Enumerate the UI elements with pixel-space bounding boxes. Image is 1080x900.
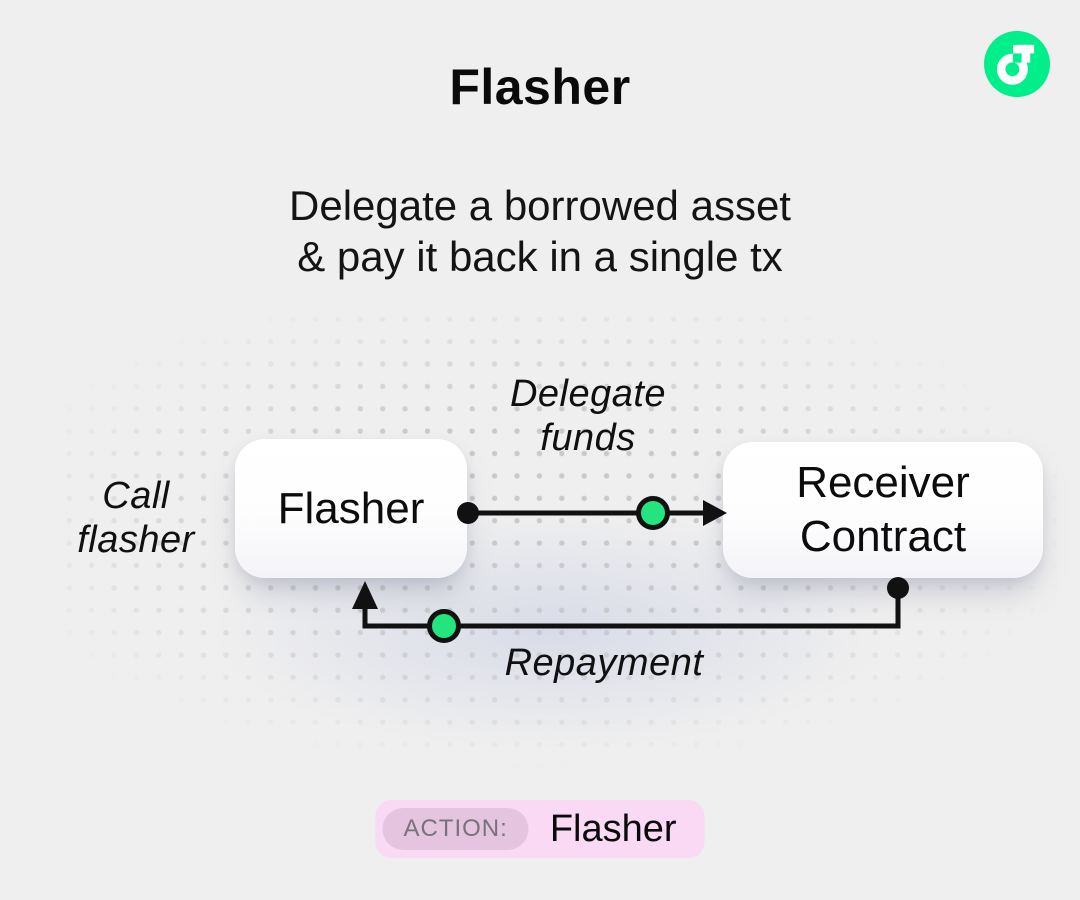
delegate-funds-label-line-1: Delegate <box>509 373 667 415</box>
subtitle-line-1: Delegate a borrowed asset <box>289 182 791 229</box>
receiver-node-line-1: Receiver <box>796 458 970 507</box>
action-badge-value: Flasher <box>549 807 677 850</box>
receiver-output-dot <box>887 577 909 599</box>
receiver-contract-node: Receiver Contract <box>723 442 1043 578</box>
repayment-arrow <box>352 577 909 643</box>
delegate-funds-arrow <box>457 496 727 530</box>
delegate-token-marker <box>636 496 670 530</box>
page-title: Flasher <box>449 59 631 115</box>
call-flasher-label-line-1: Call <box>102 475 170 517</box>
action-badge: ACTION: Flasher <box>375 800 705 858</box>
repayment-token-marker <box>427 609 461 643</box>
repayment-label-text: Repayment <box>504 642 704 684</box>
action-badge-label: ACTION: <box>382 808 529 850</box>
flasher-node-label: Flasher <box>277 483 425 533</box>
call-flasher-label: Call flasher <box>36 474 236 562</box>
flasher-node: Flasher <box>235 439 467 578</box>
flow-logo-icon <box>984 31 1050 97</box>
delegate-funds-label-line-2: funds <box>540 417 636 459</box>
receiver-node-line-2: Contract <box>799 512 967 561</box>
subtitle: Delegate a borrowed asset & pay it back … <box>0 180 1080 282</box>
subtitle-line-2: & pay it back in a single tx <box>297 233 783 280</box>
up-arrowhead-icon <box>352 581 378 609</box>
repayment-label: Repayment <box>454 641 754 685</box>
call-flasher-label-line-2: flasher <box>77 519 195 561</box>
delegate-funds-label: Delegate funds <box>468 372 708 460</box>
